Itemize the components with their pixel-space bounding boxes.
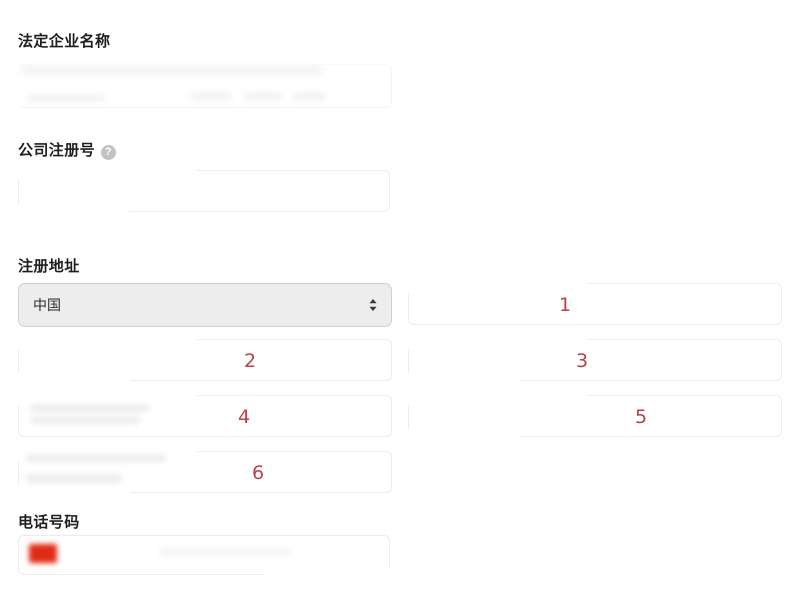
phone-number-label: 电话号码 bbox=[18, 514, 80, 531]
address-field-1[interactable] bbox=[408, 283, 782, 325]
china-flag-icon[interactable] bbox=[29, 544, 57, 563]
legal-business-name-input[interactable] bbox=[18, 64, 392, 108]
address-field-4[interactable] bbox=[18, 395, 392, 437]
help-circle-icon[interactable]: ? bbox=[101, 144, 117, 160]
legal-business-name-label: 法定企业名称 bbox=[18, 33, 111, 50]
address-field-6[interactable] bbox=[18, 451, 392, 493]
registration-number-input[interactable] bbox=[18, 170, 390, 212]
country-select[interactable]: 中国 bbox=[18, 283, 392, 327]
address-field-5[interactable] bbox=[408, 395, 782, 437]
address-field-2[interactable] bbox=[18, 339, 392, 381]
phone-number-input[interactable] bbox=[18, 535, 390, 575]
up-down-chevron-icon bbox=[367, 296, 379, 314]
address-field-3[interactable] bbox=[408, 339, 782, 381]
country-select-value: 中国 bbox=[33, 298, 61, 314]
registration-number-label: 公司注册号 ? bbox=[18, 141, 117, 161]
registration-number-label-text: 公司注册号 bbox=[18, 142, 96, 159]
registered-address-label: 注册地址 bbox=[18, 258, 80, 275]
